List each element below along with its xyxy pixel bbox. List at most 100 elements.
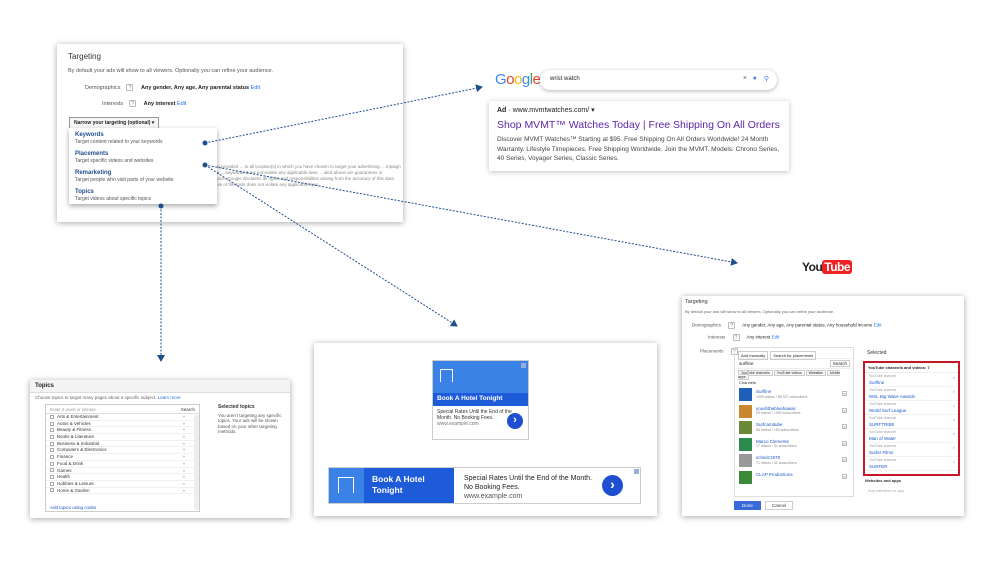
learn-more-link[interactable]: Learn more <box>157 395 181 400</box>
tab-add-manually[interactable]: Add manually <box>738 351 769 360</box>
filter-tab[interactable]: Websites <box>805 370 826 376</box>
selected-name[interactable]: WSL Big Wave Awards <box>869 393 915 399</box>
add-arrow-icon[interactable]: » <box>182 447 185 453</box>
remove-icon[interactable]: × <box>952 417 955 422</box>
adchoices-icon[interactable] <box>634 469 639 474</box>
help-icon[interactable]: ? <box>728 322 736 329</box>
topic-item[interactable]: Beauty & Fitness» <box>46 427 199 435</box>
expand-icon[interactable] <box>50 428 54 433</box>
selected-name[interactable]: Surfer Films <box>869 449 894 455</box>
add-icon[interactable]: » <box>842 424 847 429</box>
ad-headline[interactable]: Shop MVMT™ Watches Today | Free Shipping… <box>497 119 780 131</box>
channel-name[interactable]: scheitz1978 <box>756 455 781 460</box>
remove-icon[interactable]: × <box>952 389 955 394</box>
arrow-button[interactable]: › <box>602 475 623 496</box>
demographics-edit-link[interactable]: Edit <box>250 84 261 91</box>
help-icon[interactable]: ? <box>129 100 137 107</box>
remove-icon[interactable]: × <box>952 445 955 450</box>
selected-name[interactable]: SURFTRIBE <box>869 421 895 427</box>
channel-name[interactable]: Surfcamitube <box>756 422 783 427</box>
add-arrow-icon[interactable]: » <box>182 487 185 493</box>
filter-tab[interactable]: YouTube channels <box>738 370 773 376</box>
clear-icon[interactable]: × <box>742 75 747 82</box>
help-icon[interactable]: ? <box>126 84 134 91</box>
channel-name[interactable]: youshthebluehawaii <box>756 405 796 411</box>
add-icon[interactable]: » <box>842 407 847 413</box>
arrow-button[interactable]: › <box>507 413 523 429</box>
demographics-edit-link[interactable]: Edit <box>873 322 882 328</box>
expand-icon[interactable] <box>50 468 54 473</box>
expand-icon[interactable] <box>50 481 54 486</box>
add-arrow-icon[interactable]: » <box>182 440 185 446</box>
topic-item[interactable]: Home & Garden» <box>46 488 199 495</box>
adchoices-icon[interactable] <box>521 363 526 368</box>
add-arrow-icon[interactable]: » <box>182 467 185 473</box>
topic-item[interactable]: Games» <box>46 468 199 475</box>
cancel-button[interactable]: Cancel <box>765 501 794 510</box>
help-icon[interactable]: ? <box>732 334 740 341</box>
add-icon[interactable]: » <box>842 391 847 396</box>
expand-icon[interactable] <box>50 475 54 479</box>
expand-icon[interactable] <box>50 454 54 459</box>
expand-icon[interactable] <box>50 448 54 453</box>
channel-name[interactable]: Marco Clemente <box>756 438 790 444</box>
add-icon[interactable]: » <box>842 457 847 462</box>
expand-icon[interactable] <box>50 488 54 493</box>
topic-item[interactable]: Business & Industrial» <box>46 441 199 448</box>
selected-name[interactable]: World Surf League <box>869 407 907 413</box>
square-display-ad[interactable]: Book A Hotel Tonight Special Rates Until… <box>432 360 529 440</box>
interests-edit-link[interactable]: Edit <box>771 334 780 340</box>
scrollbar[interactable] <box>194 415 199 510</box>
topic-item[interactable]: Arts & Entertainment» <box>46 414 199 421</box>
add-arrow-icon[interactable]: » <box>182 420 185 426</box>
search-input[interactable]: wrist watch × ● ⚲ <box>540 70 777 90</box>
topic-item[interactable]: Computers & Electronics» <box>46 447 199 455</box>
expand-icon[interactable] <box>50 441 54 446</box>
add-arrow-icon[interactable]: » <box>182 474 185 480</box>
tab-search-placements[interactable]: Search for placements <box>770 351 817 360</box>
add-arrow-icon[interactable]: » <box>182 434 185 440</box>
expand-icon[interactable] <box>50 421 54 426</box>
filter-tab[interactable]: YouTube videos <box>773 370 805 376</box>
add-arrow-icon[interactable]: » <box>182 414 185 419</box>
interests-edit-link[interactable]: Edit <box>176 100 187 107</box>
expand-icon[interactable] <box>50 434 54 439</box>
add-topics-link[interactable]: Add topics using codes <box>50 505 97 510</box>
add-arrow-icon[interactable]: » <box>182 460 185 466</box>
placement-search-button[interactable]: Search <box>829 360 850 367</box>
selected-name[interactable]: Man of Water <box>869 435 896 441</box>
remove-icon[interactable]: × <box>952 375 955 380</box>
remove-icon[interactable]: × <box>952 431 955 436</box>
topic-item[interactable]: Food & Drink» <box>46 461 199 468</box>
leaderboard-display-ad[interactable]: Book A Hotel Tonight Special Rates Until… <box>328 467 641 504</box>
add-arrow-icon[interactable]: » <box>182 480 185 486</box>
done-button[interactable]: Done <box>734 501 761 510</box>
remove-icon[interactable]: × <box>952 403 955 408</box>
channel-name[interactable]: CLAP Productions <box>756 471 793 477</box>
topic-item[interactable]: Autos & Vehicles» <box>46 421 199 428</box>
selected-name[interactable]: Surfline <box>869 379 885 385</box>
topic-item[interactable]: Finance» <box>46 454 199 461</box>
add-arrow-icon[interactable]: » <box>182 454 185 460</box>
selected-name[interactable]: SURFER <box>869 463 888 469</box>
topic-item[interactable]: Books & Literature» <box>46 434 199 441</box>
remove-icon[interactable]: × <box>952 459 955 464</box>
channel-name[interactable]: Surfline <box>756 389 772 394</box>
search-icon[interactable]: ⚲ <box>763 76 769 83</box>
topic-item[interactable]: Health» <box>46 474 199 481</box>
ad-url[interactable]: Ad · www.mvmtwatches.com/ ▾ <box>497 106 781 114</box>
topics-search-button[interactable]: Search <box>180 407 195 412</box>
topic-item[interactable]: Hobbies & Leisure» <box>46 481 199 488</box>
expand-icon[interactable] <box>50 414 54 419</box>
add-arrow-icon[interactable]: » <box>182 427 185 433</box>
